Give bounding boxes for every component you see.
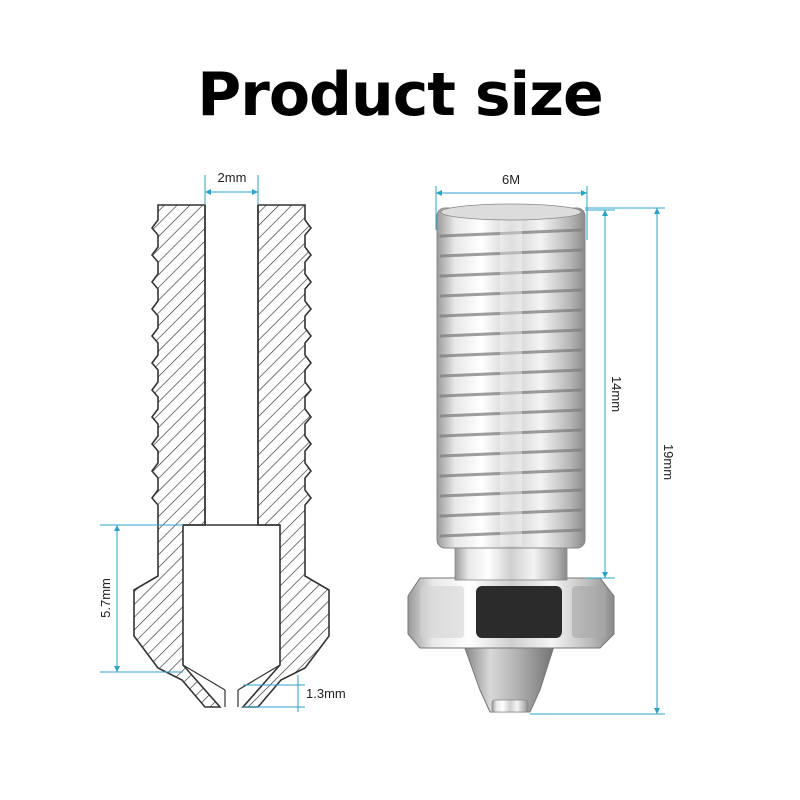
dimension-arrows-right [436,190,660,714]
bore-diameter-label: 2mm [218,170,247,185]
dimension-lines-right [435,186,665,715]
thread-size-label: 6M [502,172,520,187]
thread-grooves [439,228,583,538]
nozzle-cross-section [133,204,330,708]
nozzle-photo [407,203,615,713]
section-left-wall [133,204,222,708]
page-title: Product size [197,60,603,130]
hex-face [476,586,562,638]
dimension-arrows-left [114,189,258,672]
thread-length-label: 14mm [609,376,624,412]
total-length-label: 19mm [661,444,676,480]
dimension-lines-left [100,175,305,712]
section-right-wall [241,204,330,708]
cavity-depth-label: 5.7mm [98,578,113,618]
tip-length-label: 1.3mm [306,686,346,701]
